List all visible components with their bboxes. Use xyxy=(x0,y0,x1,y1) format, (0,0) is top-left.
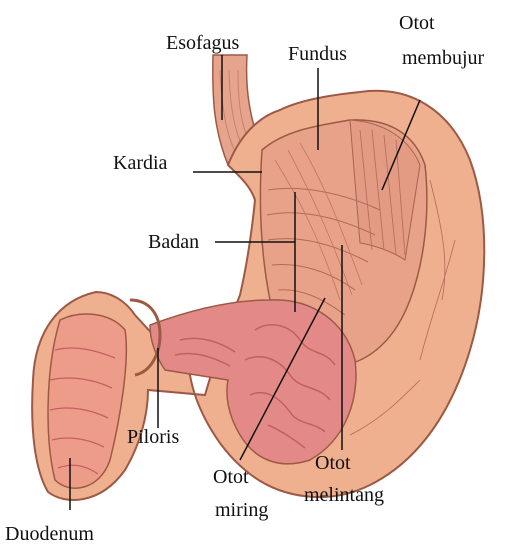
label-piloris: Piloris xyxy=(127,426,179,448)
label-otot-membujur-line2: membujur xyxy=(402,47,484,69)
label-otot-miring-line1: Otot xyxy=(213,466,249,488)
label-esofagus: Esofagus xyxy=(166,32,239,54)
label-duodenum: Duodenum xyxy=(5,523,94,545)
label-otot-membujur-line1: Otot xyxy=(399,12,435,34)
label-otot-melintang-line2: melintang xyxy=(304,484,384,506)
label-fundus: Fundus xyxy=(288,43,347,65)
label-kardia: Kardia xyxy=(113,152,167,174)
label-otot-melintang-line1: Otot xyxy=(315,452,351,474)
label-badan: Badan xyxy=(148,231,199,253)
label-otot-miring-line2: miring xyxy=(215,499,268,521)
